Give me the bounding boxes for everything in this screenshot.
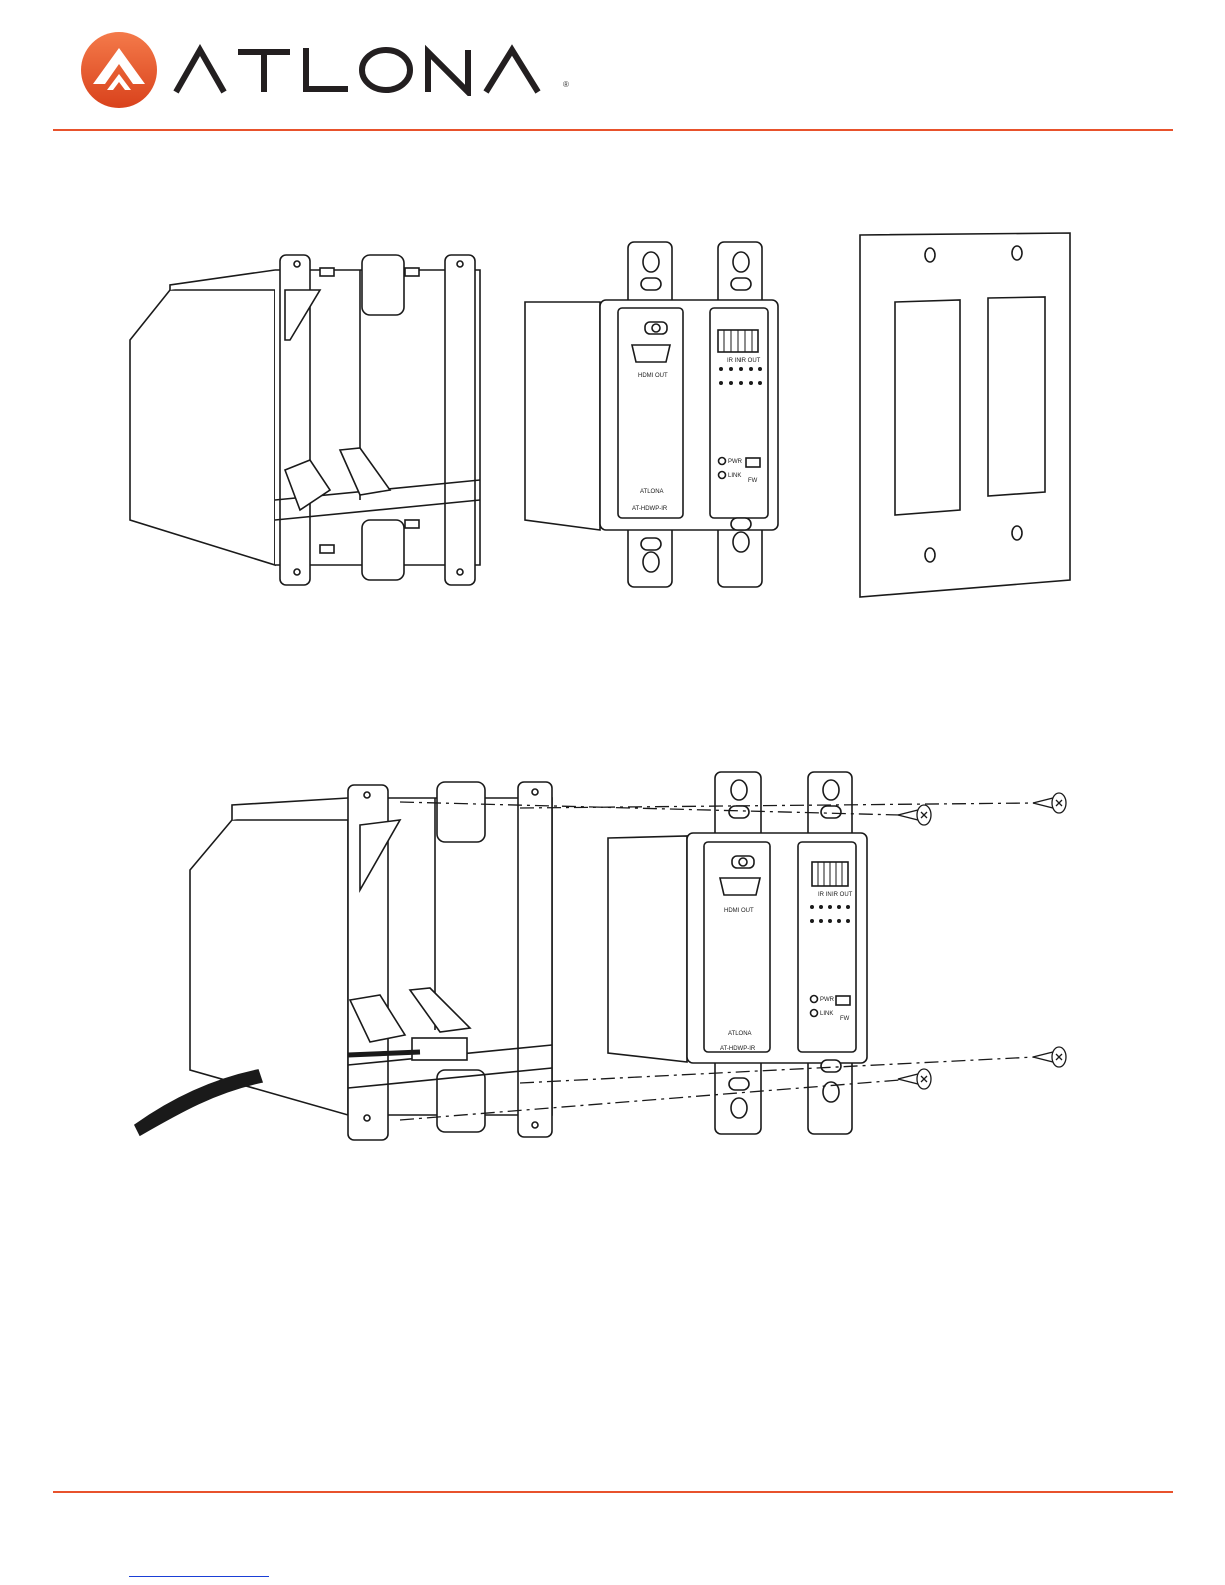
label-brand: ATLONA — [728, 1031, 752, 1037]
footer-rule — [53, 1491, 1173, 1493]
wallplate-device — [525, 242, 778, 587]
hdmi-port-icon — [632, 345, 670, 362]
screw-icon — [1033, 1047, 1066, 1067]
label-model: AT-HDWP-IR — [720, 1046, 756, 1052]
wallplate-device-installed — [608, 772, 867, 1134]
figure-assembly: HDMI OUT IR IN IR OUT PWR LINK FW ATLONA… — [0, 770, 1225, 1150]
electrical-box — [130, 255, 480, 585]
header-rule — [53, 129, 1173, 131]
label-link: LINK — [820, 1011, 833, 1017]
label-ir-in: IR IN — [818, 892, 832, 898]
hdmi-port-icon — [720, 878, 760, 895]
label-pwr: PWR — [820, 997, 835, 1003]
label-model: AT-HDWP-IR — [632, 506, 668, 512]
registered-mark: ® — [563, 80, 569, 89]
screw-icon — [1033, 793, 1066, 813]
screw-icon — [898, 805, 931, 825]
label-link: LINK — [728, 473, 741, 479]
atlona-wordmark — [172, 44, 562, 96]
label-pwr: PWR — [728, 459, 743, 465]
footer-link-underline[interactable] — [129, 1576, 269, 1577]
atlona-logo-icon — [79, 30, 159, 110]
label-fw: FW — [840, 1016, 850, 1022]
label-fw: FW — [748, 478, 758, 484]
label-ir-out: IR OUT — [740, 358, 761, 364]
label-brand: ATLONA — [640, 489, 664, 495]
led-icon — [811, 996, 818, 1003]
cable — [135, 1070, 262, 1135]
led-icon — [719, 472, 726, 479]
page-header: ® — [0, 0, 1225, 140]
label-ir-in: IR IN — [727, 358, 741, 364]
screw-icon — [898, 1069, 931, 1089]
label-hdmi-out: HDMI OUT — [724, 908, 754, 914]
face-plate — [860, 233, 1070, 597]
label-ir-out: IR OUT — [832, 892, 853, 898]
label-hdmi-out: HDMI OUT — [638, 373, 668, 379]
figure-components: HDMI OUT IR IN IR OUT PWR LINK FW ATLONA… — [0, 220, 1225, 620]
led-icon — [719, 458, 726, 465]
led-icon — [811, 1010, 818, 1017]
